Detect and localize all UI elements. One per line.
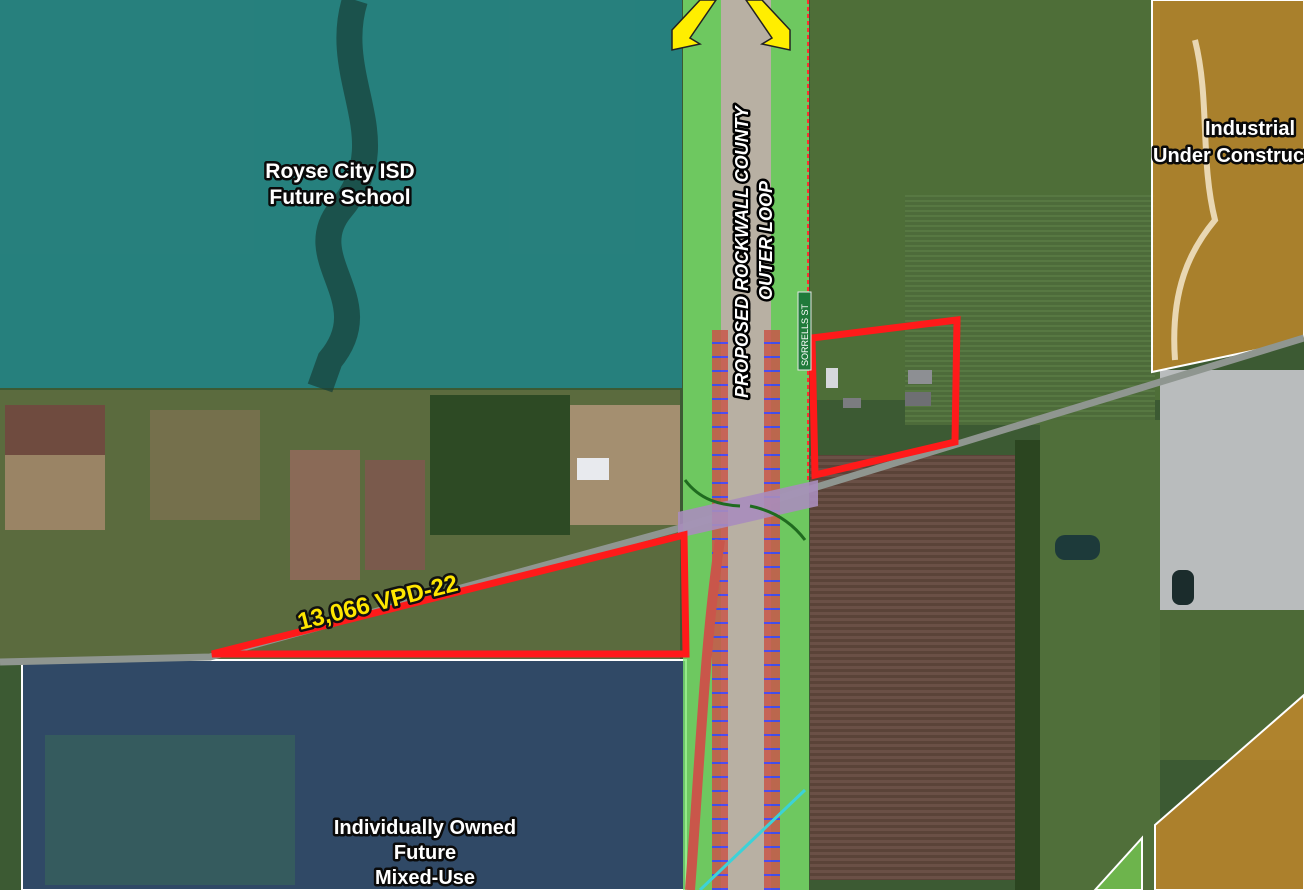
school-label-line1: Royse City ISD [265, 160, 414, 183]
interchange-ramp-a [683, 479, 741, 508]
tree-band [430, 395, 570, 535]
industrial-road [1171, 39, 1219, 361]
subject-parcel-north [808, 316, 961, 480]
pond-2 [1055, 535, 1100, 560]
loop-ramp-west [712, 330, 728, 890]
mixed-use-label-line3: Mixed-Use [375, 867, 475, 889]
field-plot-2 [365, 460, 425, 570]
street-sign-text: SORRELLS ST [800, 303, 810, 366]
field-mid [150, 410, 260, 520]
building-white [577, 458, 609, 480]
industrial-overlay-south [1154, 693, 1304, 890]
street-sign-icon: SORRELLS ST [797, 291, 812, 371]
direction-arrow-icon [671, 0, 717, 51]
east-field-large [905, 195, 1155, 425]
teal-line [698, 788, 807, 890]
school-label-line2: Future School [269, 186, 410, 209]
school-creek [307, 0, 378, 393]
field-tan [5, 455, 105, 530]
field-brown [5, 405, 105, 455]
mixed-use-label-line1: Individually Owned [334, 817, 516, 839]
direction-arrow-icon [745, 0, 791, 51]
outer-loop-label-line2: OUTER LOOP [756, 180, 776, 300]
loop-ramp-east [764, 330, 780, 890]
house [908, 370, 932, 384]
pond [1172, 570, 1194, 605]
subject-parcel-south [211, 530, 690, 658]
loop-median [721, 0, 771, 890]
interchange-bridge [678, 480, 818, 538]
mixed-use-field [45, 735, 295, 885]
industrial-label-line1: Industrial [1205, 118, 1295, 140]
loop-ramp-curve [685, 539, 725, 890]
green-wedge [1093, 835, 1143, 890]
east-field-2 [1040, 420, 1160, 890]
house [843, 398, 861, 408]
interchange-ramp-b [749, 504, 807, 541]
house [826, 368, 838, 388]
house [905, 392, 931, 406]
industrial-overlay [1151, 0, 1304, 374]
industrial-label-line2: Under Construction [1153, 145, 1304, 167]
outer-loop-label-line1: PROPOSED ROCKWALL COUNTY [732, 104, 752, 398]
field-plot [290, 450, 360, 580]
plowed-field [810, 455, 1020, 880]
mixed-use-label-line2: Future [394, 842, 456, 864]
